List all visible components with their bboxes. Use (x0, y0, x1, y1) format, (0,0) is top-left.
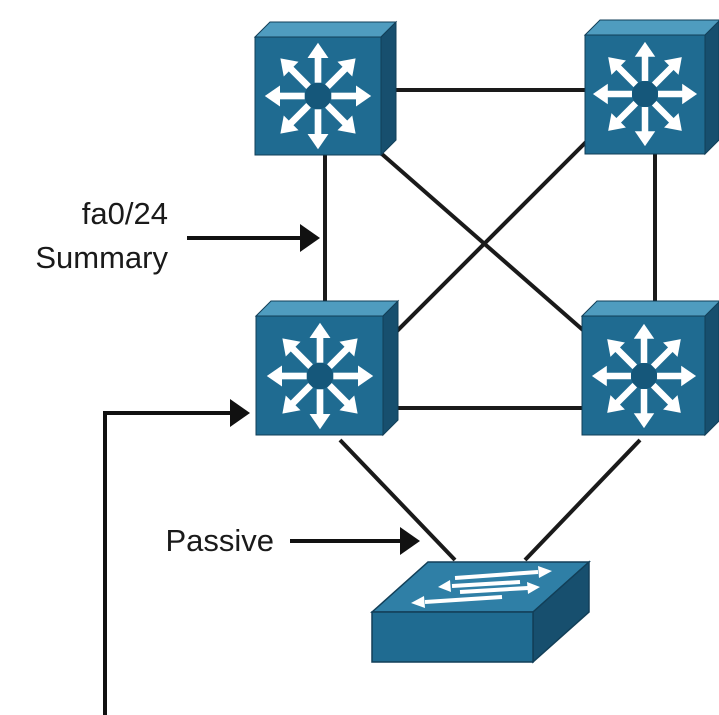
multilayer-switch-bottom-left (254, 299, 400, 437)
arrow-bracket-head (230, 399, 250, 427)
multilayer-switch-icon (592, 324, 696, 428)
link-diagonal-topleft-bottomright (373, 146, 602, 347)
link-right-to-access (523, 438, 642, 562)
annotation-label-summary: Summary (35, 240, 168, 275)
switch-top-face (580, 300, 719, 317)
multilayer-switch-icon (265, 43, 371, 149)
arrow-passive-head (400, 527, 420, 555)
links (323, 88, 657, 562)
switch-top-face (583, 19, 719, 36)
multilayer-switch-top-left (253, 20, 398, 157)
switch-side-face (704, 301, 719, 437)
access-switch-front-face (371, 611, 534, 663)
switch-side-face (704, 20, 719, 156)
multilayer-switch-bottom-right (580, 300, 719, 437)
annotation-label-interface: fa0/24 (82, 196, 168, 231)
link-left-to-access (338, 438, 457, 562)
multilayer-switch-top-right (583, 19, 719, 156)
link-diagonal-topright-bottomleft (376, 128, 600, 352)
switch-top-face (253, 21, 398, 38)
arrow-summary-head (300, 224, 320, 252)
access-switch (370, 560, 591, 664)
switch-top-face (254, 300, 400, 317)
switch-side-face (382, 299, 399, 437)
annotation-arrows (103, 224, 420, 715)
multilayer-switch-icon (593, 42, 697, 146)
layer2-switch-icon (411, 566, 552, 608)
multilayer-switch-icon (267, 323, 373, 429)
switch-side-face (380, 20, 397, 157)
arrow-bracket-connector (103, 411, 232, 715)
annotation-label-passive: Passive (165, 523, 274, 558)
